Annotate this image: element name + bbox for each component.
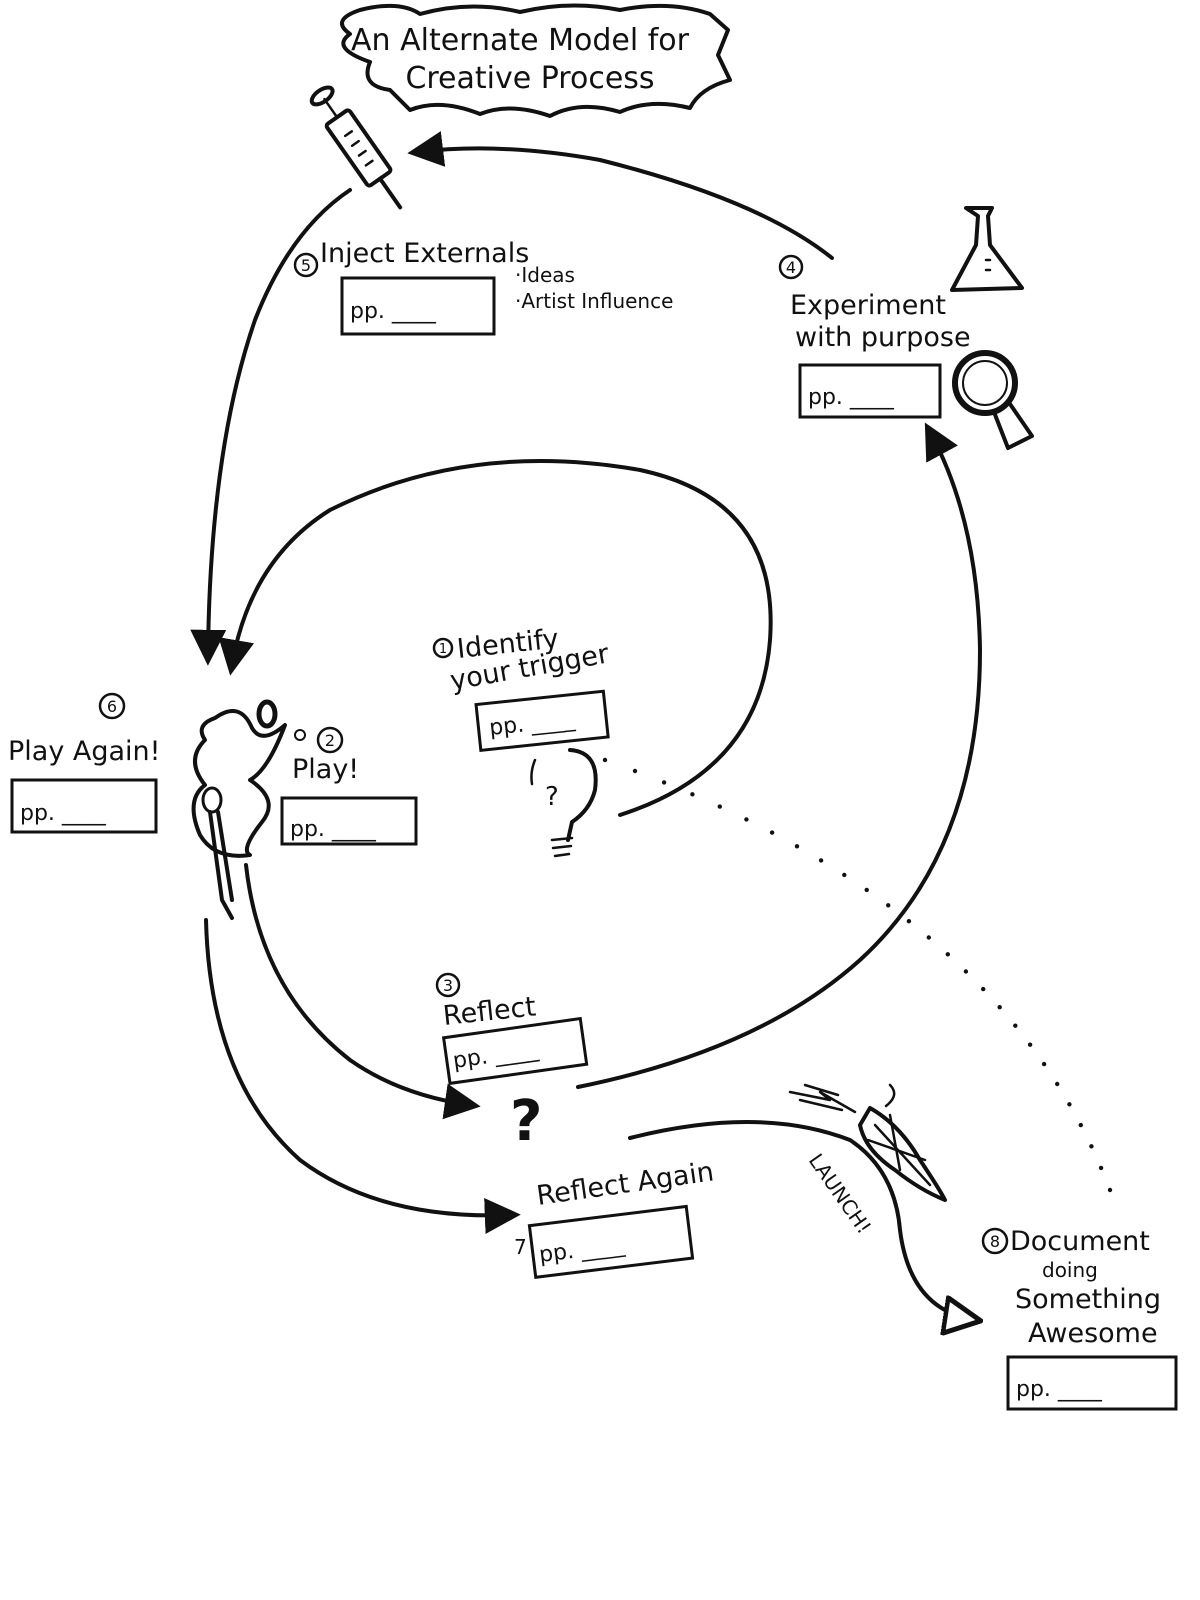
step-label-line-3: Something bbox=[1015, 1284, 1161, 1315]
connector-dot bbox=[717, 804, 722, 809]
connector-dot bbox=[842, 872, 847, 878]
connector-dot bbox=[769, 830, 775, 835]
title-line-2: Creative Process bbox=[405, 61, 654, 96]
connector-dot bbox=[1067, 1102, 1072, 1107]
title-line-1: An Alternate Model for bbox=[351, 23, 690, 58]
page-field[interactable] bbox=[798, 363, 942, 419]
step-number: 6 bbox=[107, 697, 117, 716]
connector-dot bbox=[1027, 1042, 1033, 1047]
step-number: 3 bbox=[443, 976, 453, 995]
title-burst: An Alternate Model for Creative Process bbox=[340, 3, 732, 118]
step-number: 2 bbox=[325, 731, 335, 750]
step-number-badge bbox=[293, 252, 319, 278]
step-label: Reflect Again bbox=[535, 1156, 716, 1212]
step-label-line-2: doing bbox=[1042, 1258, 1098, 1282]
connector-dot bbox=[632, 768, 638, 774]
paint-splat-brush-icon bbox=[191, 699, 306, 920]
connector-dot bbox=[981, 986, 986, 992]
connector-dot bbox=[1107, 1187, 1113, 1193]
page-field-text: pp. ____ bbox=[290, 817, 377, 842]
step-number-badge bbox=[981, 1227, 1009, 1255]
step-label: Play Again! bbox=[8, 736, 160, 767]
connector-dot bbox=[1098, 1165, 1104, 1171]
flask-icon bbox=[950, 206, 1024, 292]
connector-dot bbox=[690, 792, 695, 797]
dotted-connector bbox=[602, 757, 1113, 1193]
step-1-identify-trigger: 1 Identify your trigger pp. ____ ? bbox=[432, 623, 612, 858]
syringe-icon bbox=[309, 85, 403, 210]
connector-dot bbox=[963, 969, 969, 974]
step-2-play: 2 Play! pp. ____ bbox=[191, 699, 418, 920]
step-number: 5 bbox=[301, 256, 311, 275]
connector-dot bbox=[906, 919, 912, 924]
step-label: Play! bbox=[292, 754, 359, 785]
arrow-play-to-reflect bbox=[244, 863, 481, 1120]
launch-label: LAUNCH! bbox=[804, 1149, 876, 1238]
connector-dot bbox=[945, 952, 950, 957]
step-number-badge bbox=[435, 972, 461, 998]
page-field-text: pp. ____ bbox=[350, 299, 437, 324]
page-field[interactable] bbox=[1006, 1355, 1178, 1411]
connector-dot bbox=[1055, 1081, 1060, 1087]
step-label-line-4: Awesome bbox=[1028, 1318, 1158, 1349]
page-field-text: pp. ____ bbox=[20, 801, 107, 826]
page-field[interactable] bbox=[340, 276, 496, 336]
connector-dot bbox=[602, 757, 608, 763]
lightbulb-question-icon: ? bbox=[530, 748, 598, 858]
step-6-play-again: 6 Play Again! pp. ____ bbox=[8, 692, 160, 834]
arrow-launch-to-document bbox=[628, 1120, 975, 1320]
step-number: 4 bbox=[786, 258, 796, 277]
step-number: 1 bbox=[439, 642, 447, 657]
connector-dot bbox=[1041, 1061, 1047, 1067]
question-glyph: ? bbox=[545, 782, 559, 812]
page-field[interactable] bbox=[280, 796, 418, 846]
page-field[interactable] bbox=[441, 1016, 589, 1086]
page-field[interactable] bbox=[10, 778, 158, 834]
note-artist-influence: ·Artist Influence bbox=[515, 289, 673, 313]
step-number-badge bbox=[98, 692, 126, 720]
page-field[interactable] bbox=[474, 689, 610, 752]
rocket-icon bbox=[788, 1083, 947, 1202]
burst-outline bbox=[340, 3, 732, 118]
magnifier-icon bbox=[952, 350, 1034, 450]
step-number: 7 bbox=[514, 1235, 527, 1259]
note-ideas: ·Ideas bbox=[515, 263, 575, 287]
step-number-badge bbox=[778, 254, 804, 280]
connector-dot bbox=[1078, 1122, 1084, 1128]
arrow-inject-to-play-again bbox=[190, 188, 352, 666]
step-label-line-2: with purpose bbox=[795, 322, 971, 353]
connector-dot bbox=[794, 844, 800, 849]
question-mark-icon: ? bbox=[510, 1089, 542, 1154]
step-8-document: 8 Document doing Something Awesome pp. _… bbox=[981, 1226, 1178, 1411]
arrow-reflect-to-experiment bbox=[576, 422, 982, 1089]
page-field-text: pp. ____ bbox=[808, 385, 895, 410]
connector-dot bbox=[864, 887, 869, 893]
page-field-text: pp. ____ bbox=[1016, 1377, 1103, 1402]
arrow-play-again-to-reflect-again bbox=[204, 918, 521, 1234]
connector-dot bbox=[661, 780, 667, 785]
connector-dot bbox=[997, 1005, 1002, 1010]
connector-dot bbox=[1013, 1023, 1018, 1028]
step-label-line-1: Experiment bbox=[790, 290, 946, 321]
step-5-inject-externals: 5 Inject Externals pp. ____ ·Ideas ·Arti… bbox=[293, 85, 673, 336]
step-4-experiment: 4 Experiment with purpose pp. ____ bbox=[778, 206, 1034, 450]
step-number: 8 bbox=[990, 1232, 1000, 1251]
connector-dot bbox=[1089, 1144, 1094, 1149]
step-number-badge bbox=[316, 726, 344, 754]
step-7-reflect-again: Reflect Again 7 pp. ____ bbox=[514, 1156, 716, 1279]
page-field[interactable] bbox=[527, 1204, 695, 1279]
arrow-trigger-to-play bbox=[218, 459, 773, 817]
step-3-reflect: 3 Reflect pp. ____ ? bbox=[435, 972, 589, 1154]
step-label-line-1: Document bbox=[1010, 1226, 1150, 1257]
step-number-badge bbox=[432, 637, 454, 659]
connector-dot bbox=[818, 858, 824, 863]
connector-dot bbox=[744, 817, 749, 822]
step-label: Inject Externals bbox=[320, 238, 529, 269]
connector-dot bbox=[886, 903, 891, 908]
connector-dot bbox=[926, 935, 931, 940]
arrow-experiment-to-inject bbox=[407, 131, 834, 260]
